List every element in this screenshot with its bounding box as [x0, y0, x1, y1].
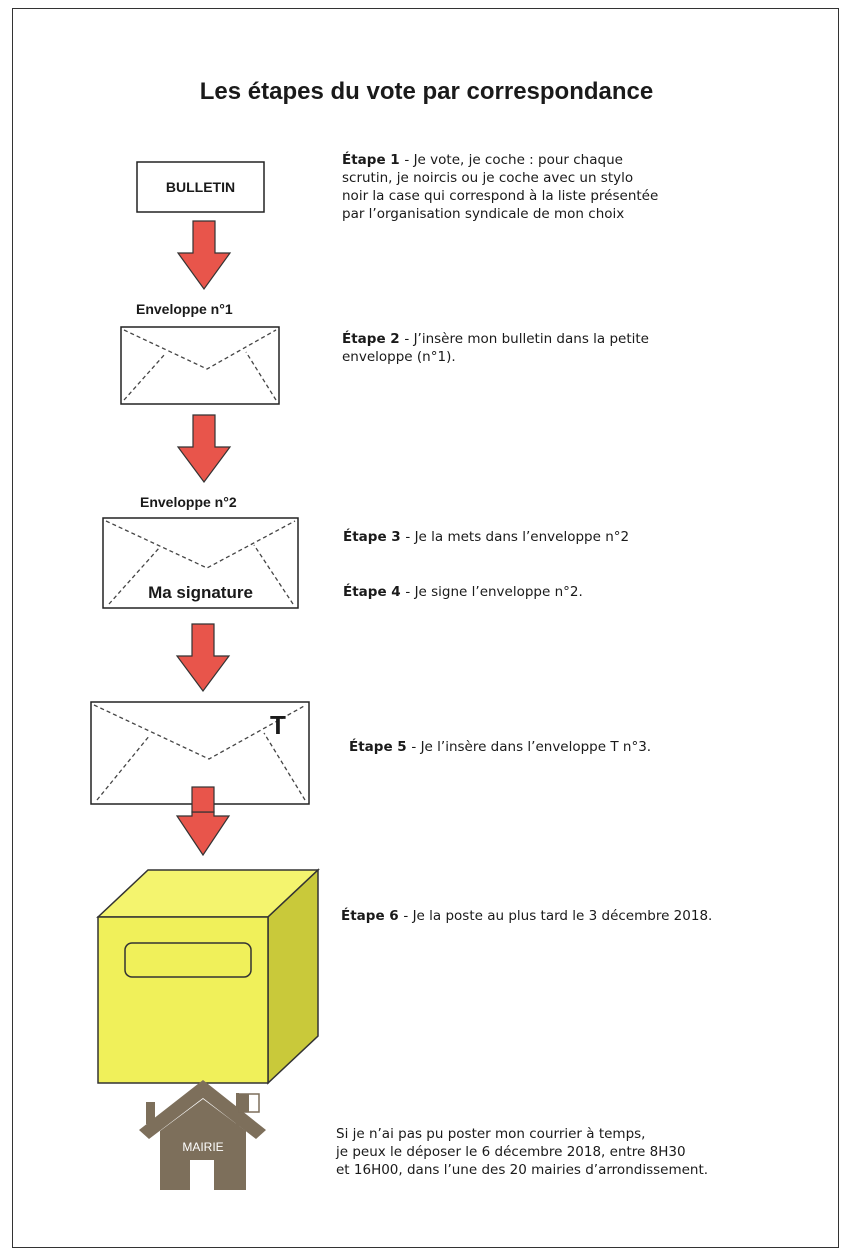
arrow-step-4-to-5 [175, 623, 231, 693]
envelope-1-label: Enveloppe n°1 [136, 301, 233, 317]
mairie-house-icon [139, 1080, 266, 1190]
step-1-text: Étape 1 - Je vote, je coche : pour chaqu… [342, 152, 659, 222]
envelope-1-icon [120, 326, 280, 405]
signature-label: Ma signature [148, 583, 253, 602]
arrow-step-2-to-3 [176, 414, 232, 484]
step-4-text: Étape 4 - Je signe l’enveloppe n°2. [343, 584, 583, 600]
step-3-text: Étape 3 - Je la mets dans l’enveloppe n°… [343, 529, 630, 545]
bulletin-label: BULLETIN [165, 179, 236, 195]
mairie-label: MAIRIE [182, 1140, 224, 1154]
step-6-text: Étape 6 - Je la poste au plus tard le 3 … [341, 908, 713, 924]
envelope-2-icon [102, 517, 299, 609]
envelope-2-label: Enveloppe n°2 [140, 494, 237, 510]
arrow-step-5-to-6 [175, 786, 231, 857]
mailbox-icon [96, 868, 320, 1085]
step-5-text: Étape 5 - Je l’insère dans l’enveloppe T… [349, 739, 652, 755]
arrow-step-1-to-2 [176, 220, 232, 291]
step-2-text: Étape 2 - J’insère mon bulletin dans la … [342, 331, 649, 365]
mairie-fallback-text: Si je n’ai pas pu poster mon courrier à … [336, 1126, 709, 1178]
diagram-artwork [90, 161, 320, 1190]
envelope-t-mark: T [270, 710, 286, 740]
bulletin-box [136, 161, 265, 213]
page-title: Les étapes du vote par correspondance [199, 78, 654, 105]
